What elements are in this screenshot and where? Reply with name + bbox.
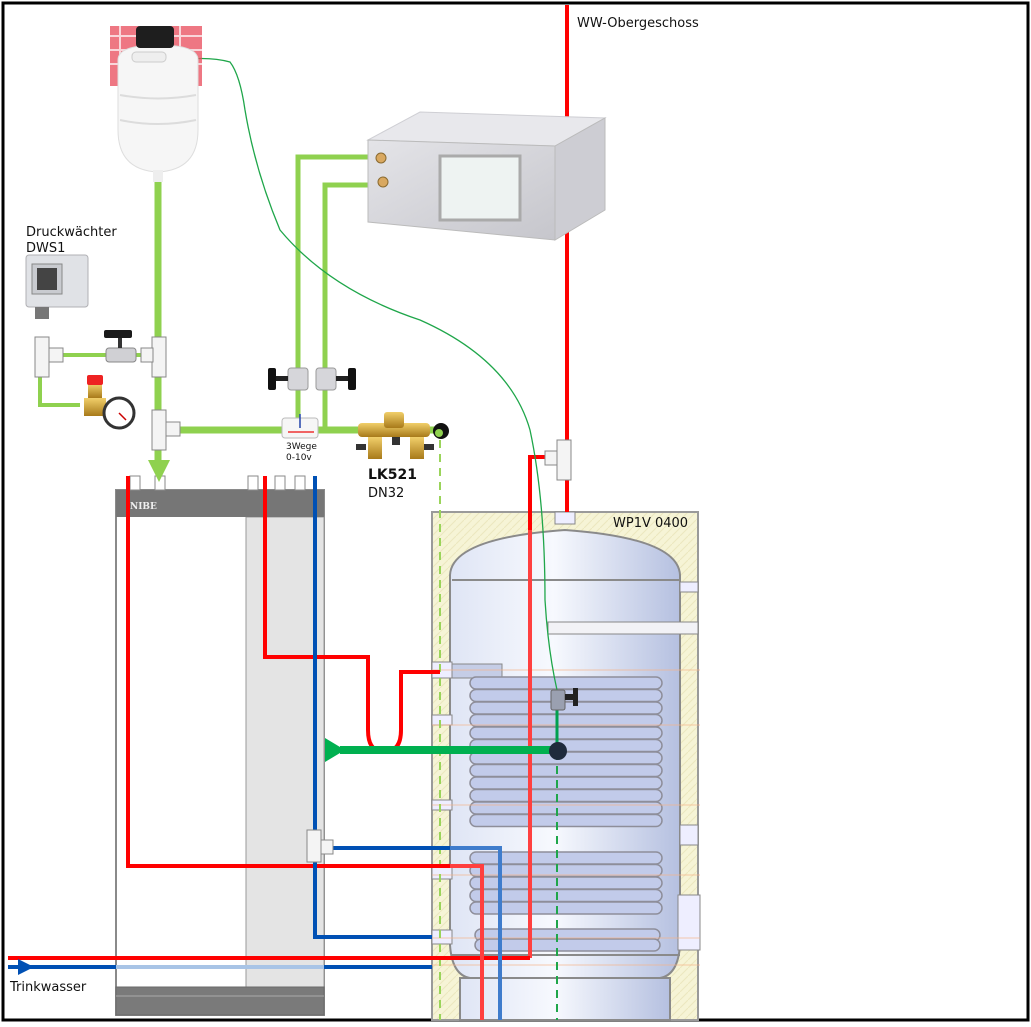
coil-winding [469, 801, 663, 815]
coil-winding [469, 701, 663, 715]
shutoff-valve-supply[interactable] [268, 367, 309, 391]
coil-winding [469, 676, 663, 690]
tank-immersion-sleeve [547, 621, 699, 635]
tank-base [459, 977, 671, 1021]
ball-valve-icon[interactable] [104, 330, 137, 363]
storage-tank: WP1V 0400 [431, 511, 701, 1021]
circulation-pump-icon [549, 742, 567, 760]
expansion-tank [110, 26, 202, 182]
pressure-switch-dws1: Druckwächter DWS1 [25, 225, 117, 319]
heat-exchanger-coil-lower [469, 851, 663, 952]
heat-pump-unit: NIBE [115, 475, 325, 1016]
flow-arrow-glycol-down [148, 460, 170, 482]
pressure-switch-label: Druckwächter [26, 225, 117, 240]
air-handler-unit [366, 111, 607, 241]
drinking-water-label: Trinkwasser [9, 980, 87, 995]
tee-fittings [34, 336, 572, 863]
three-way-valve-signal: 0-10v [286, 453, 312, 463]
hot-water-upper-floor-label: WW-Obergeschoss [577, 16, 699, 31]
flow-arrow-drinking-water [18, 959, 34, 975]
sensor-cable [164, 57, 558, 691]
heat-pump-side-panel [245, 516, 325, 988]
coil-winding [469, 763, 663, 778]
heat-pump-brand: NIBE [130, 502, 157, 512]
coil-winding [474, 938, 661, 952]
three-way-valve-label: 3Wege [286, 442, 317, 452]
heat-pump-top-bar [116, 490, 324, 517]
heat-pump-base [115, 986, 325, 1016]
valve-group-size: DN32 [368, 486, 404, 501]
coil-winding [469, 788, 663, 803]
coil-winding [469, 726, 663, 740]
valve-group-lk521[interactable]: LK521 DN32 [356, 412, 449, 501]
expansion-tank-cap [136, 26, 174, 48]
pressure-gauge-icon [84, 375, 136, 430]
tank-sensor-valve[interactable] [550, 688, 578, 711]
pipe-heat-pump-return [313, 476, 432, 939]
storage-tank-label: WP1V 0400 [613, 516, 688, 531]
three-way-valve[interactable]: 3Wege 0-10v [281, 414, 319, 463]
coil-winding [469, 776, 663, 790]
tank-top-nozzle [554, 511, 576, 525]
flow-arrow-heat-exchange [325, 738, 345, 762]
coil-winding [469, 901, 663, 915]
shutoff-valve-return[interactable] [315, 367, 356, 391]
coil-winding [469, 813, 663, 828]
pipe-glycol-air-handler-supply [295, 154, 370, 430]
pressure-switch-model: DWS1 [26, 241, 65, 256]
tank-flange [677, 894, 701, 951]
valve-group-model: LK521 [368, 467, 417, 483]
